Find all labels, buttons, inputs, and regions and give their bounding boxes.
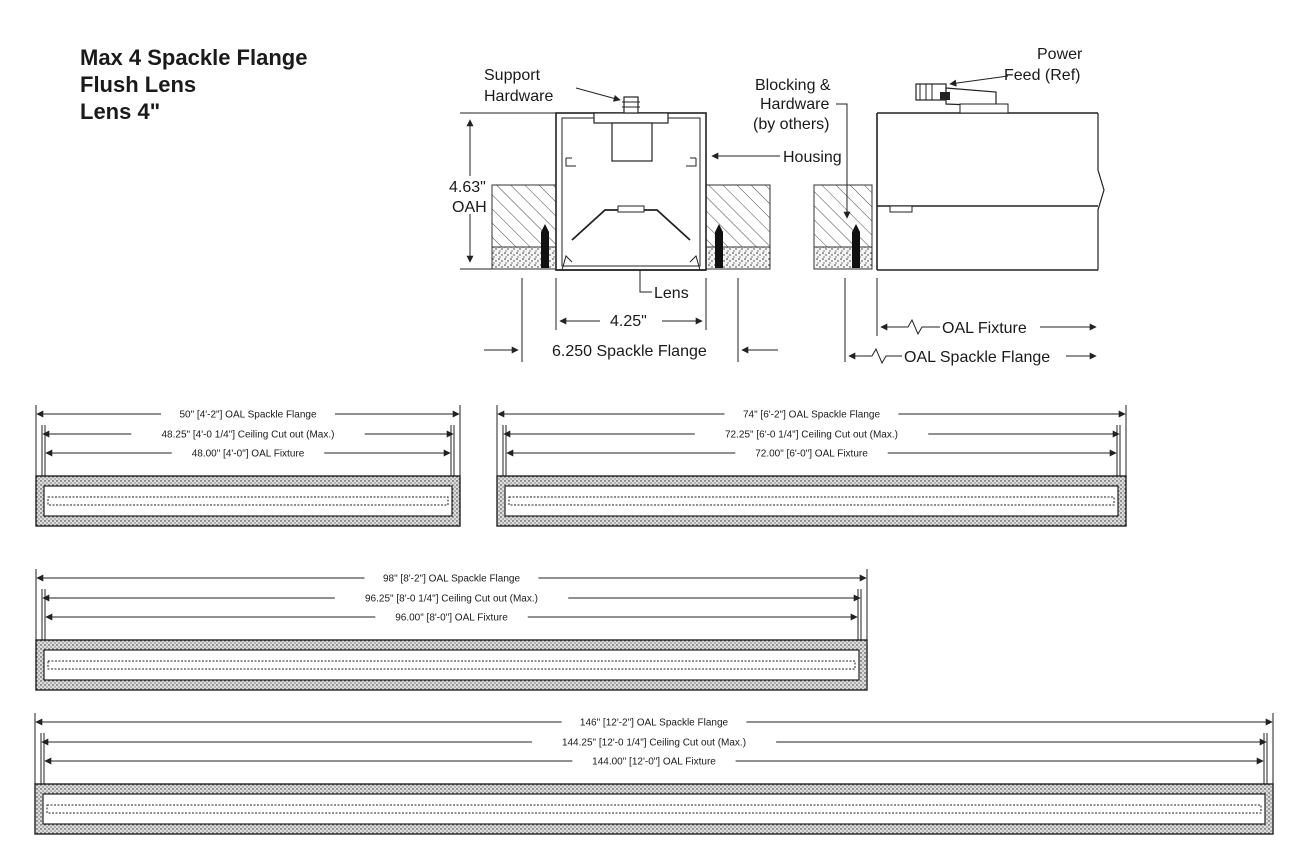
fixture-2-dim-fixture: 72.00" [6'-0"] OAL Fixture bbox=[755, 449, 868, 460]
blocking-left bbox=[541, 224, 549, 268]
label-support-1: Support bbox=[484, 67, 541, 84]
label-blocking-3: (by others) bbox=[753, 116, 829, 133]
label-lens-width: 4.25" bbox=[610, 313, 647, 330]
title-line-2: Flush Lens bbox=[80, 72, 197, 97]
label-blocking-2: Hardware bbox=[760, 96, 829, 113]
driver-box bbox=[611, 122, 653, 162]
led-board bbox=[617, 205, 645, 213]
drywall-right bbox=[705, 184, 771, 248]
fixture-plan-2: 74" [6'-2"] OAL Spackle Flange 72.25" [6'… bbox=[496, 405, 1127, 527]
fixture-4-lens bbox=[46, 804, 1262, 814]
fixture-1-dim-fixture: 48.00" [4'-0"] OAL Fixture bbox=[192, 449, 305, 460]
label-housing: Housing bbox=[783, 149, 842, 166]
label-height-unit: OAH bbox=[452, 199, 487, 216]
fixture-plan-3: 98" [8'-2"] OAL Spackle Flange 96.25" [8'… bbox=[35, 569, 868, 691]
fixture-3-dim-fixture: 96.00" [8'-0"] OAL Fixture bbox=[395, 613, 508, 624]
fixture-plan-4: 146" [12'-2"] OAL Spackle Flange 144.25" … bbox=[34, 713, 1274, 835]
break-line bbox=[1097, 113, 1105, 270]
side-elevation: Power Feed (Ref) Blocking & Hardware (by… bbox=[753, 46, 1105, 366]
label-blocking-1: Blocking & bbox=[755, 77, 831, 94]
label-oal-fixture: OAL Fixture bbox=[942, 320, 1027, 337]
fixture-2-dim-cutout: 72.25" [6'-0 1/4"] Ceiling Cut out (Max.… bbox=[725, 430, 898, 441]
fixture-2-lens bbox=[508, 496, 1115, 506]
fixture-3-dim-cutout: 96.25" [8'-0 1/4"] Ceiling Cut out (Max.… bbox=[365, 594, 538, 605]
label-flange-width: 6.250 Spackle Flange bbox=[552, 343, 707, 360]
fixture-plan-1: 50" [4'-2"] OAL Spackle Flange 48.25" [4'… bbox=[35, 405, 461, 527]
label-oal-flange: OAL Spackle Flange bbox=[904, 349, 1050, 366]
fixture-4-dim-fixture: 144.00" [12'-0"] OAL Fixture bbox=[592, 757, 716, 768]
blocking-side bbox=[852, 224, 860, 268]
label-power-feed-1: Power bbox=[1037, 46, 1083, 63]
fixture-plans: 50" [4'-2"] OAL Spackle Flange 48.25" [4'… bbox=[34, 405, 1274, 835]
support-stud bbox=[623, 96, 639, 114]
title-line-1: Max 4 Spackle Flange bbox=[80, 45, 308, 70]
drywall-side bbox=[813, 184, 873, 248]
fixture-4-dim-flange: 146" [12'-2"] OAL Spackle Flange bbox=[580, 718, 729, 729]
label-power-feed-2: Feed (Ref) bbox=[1004, 67, 1080, 84]
fixture-2-dim-flange: 74" [6'-2"] OAL Spackle Flange bbox=[743, 410, 880, 421]
fixture-3-lens bbox=[47, 660, 856, 670]
cross-section: 4.63" OAH Support Hardware Housing Lens … bbox=[449, 67, 842, 362]
fixture-4-dim-cutout: 144.25" [12'-0 1/4"] Ceiling Cut out (Ma… bbox=[562, 738, 746, 749]
spackle-side bbox=[813, 246, 873, 270]
label-lens: Lens bbox=[654, 285, 689, 302]
blocking-right bbox=[715, 224, 723, 268]
power-feed-connector bbox=[915, 75, 1009, 114]
fixture-3-dim-flange: 98" [8'-2"] OAL Spackle Flange bbox=[383, 574, 520, 585]
label-height-value: 4.63" bbox=[449, 179, 486, 196]
title-block: Max 4 Spackle Flange Flush Lens Lens 4" bbox=[80, 44, 307, 125]
fixture-1-dim-cutout: 48.25" [4'-0 1/4"] Ceiling Cut out (Max.… bbox=[162, 430, 335, 441]
fixture-1-dim-flange: 50" [4'-2"] OAL Spackle Flange bbox=[179, 410, 316, 421]
support-bracket bbox=[593, 112, 669, 124]
title-line-3: Lens 4" bbox=[80, 99, 161, 124]
fixture-1-lens bbox=[47, 496, 449, 506]
label-support-2: Hardware bbox=[484, 88, 553, 105]
